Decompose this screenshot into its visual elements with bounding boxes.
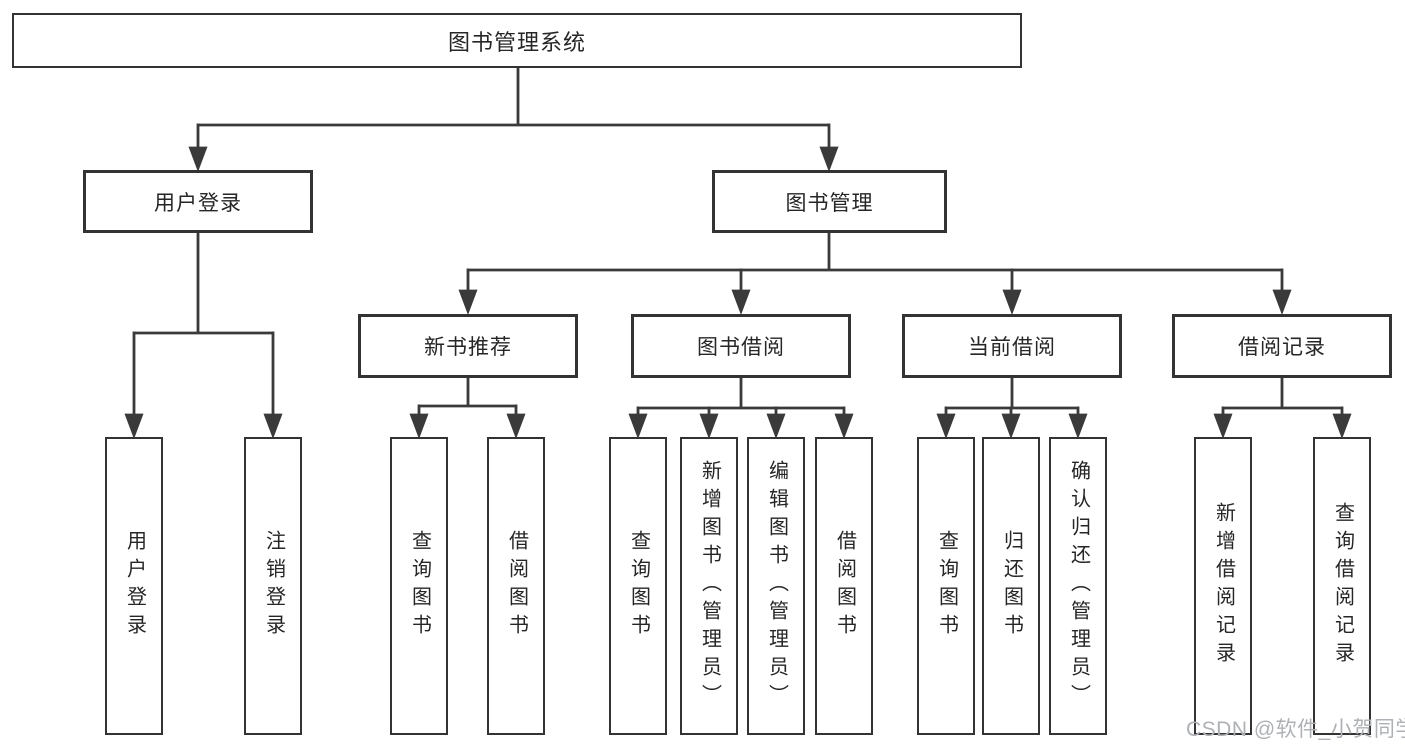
connector-book-borrow-children (628, 377, 854, 439)
connector-book-management-children (458, 232, 1292, 315)
leaf-borrow-books-recommend: 借阅图书 (487, 437, 545, 735)
leaf-user-login: 用户登录 (105, 437, 163, 735)
leaf-add-borrow-record-label: 新增借阅记录 (1212, 502, 1235, 670)
leaf-query-borrow-record: 查询借阅记录 (1313, 437, 1371, 735)
leaf-add-borrow-record: 新增借阅记录 (1194, 437, 1252, 735)
leaf-return-books: 归还图书 (982, 437, 1040, 735)
node-book-borrowing: 图书借阅 (631, 314, 851, 378)
leaf-query-books-current-label: 查询图书 (935, 530, 958, 642)
leaf-return-books-label: 归还图书 (1000, 530, 1023, 642)
leaf-add-books-admin-label: 新增图书（管理员） (698, 460, 721, 712)
node-library-management-system: 图书管理系统 (12, 13, 1022, 68)
leaf-query-borrow-record-label: 查询借阅记录 (1331, 502, 1354, 670)
leaf-add-books-admin: 新增图书（管理员） (680, 437, 738, 735)
watermark: CSDN @软件_小贺同学 (1186, 718, 1405, 741)
leaf-query-books-current: 查询图书 (917, 437, 975, 735)
connector-current-borrow-children (936, 377, 1088, 439)
leaf-user-login-label: 用户登录 (123, 530, 146, 642)
connector-user-login-children (124, 232, 283, 439)
node-current-borrowing: 当前借阅 (902, 314, 1122, 378)
node-user-login: 用户登录 (83, 170, 313, 233)
leaf-edit-books-admin-label: 编辑图书（管理员） (765, 460, 788, 712)
node-new-book-recommendation: 新书推荐 (358, 314, 578, 378)
leaf-confirm-return-admin-label: 确认归还（管理员） (1067, 460, 1090, 712)
leaf-logout-login: 注销登录 (244, 437, 302, 735)
node-borrowing-records: 借阅记录 (1172, 314, 1392, 378)
leaf-query-books-borrow-label: 查询图书 (627, 530, 650, 642)
leaf-confirm-return-admin: 确认归还（管理员） (1049, 437, 1107, 735)
leaf-edit-books-admin: 编辑图书（管理员） (747, 437, 805, 735)
connector-root-to-level2 (188, 66, 839, 172)
leaf-logout-login-label: 注销登录 (262, 530, 285, 642)
node-book-management: 图书管理 (712, 170, 947, 233)
leaf-borrow-books: 借阅图书 (815, 437, 873, 735)
leaf-query-books-borrow: 查询图书 (609, 437, 667, 735)
leaf-borrow-books-recommend-label: 借阅图书 (505, 530, 528, 642)
leaf-query-books-recommend: 查询图书 (390, 437, 448, 735)
leaf-query-books-recommend-label: 查询图书 (408, 530, 431, 642)
leaf-borrow-books-label: 借阅图书 (833, 530, 856, 642)
connector-borrow-record-children (1213, 377, 1352, 439)
connector-new-book-children (409, 377, 526, 439)
